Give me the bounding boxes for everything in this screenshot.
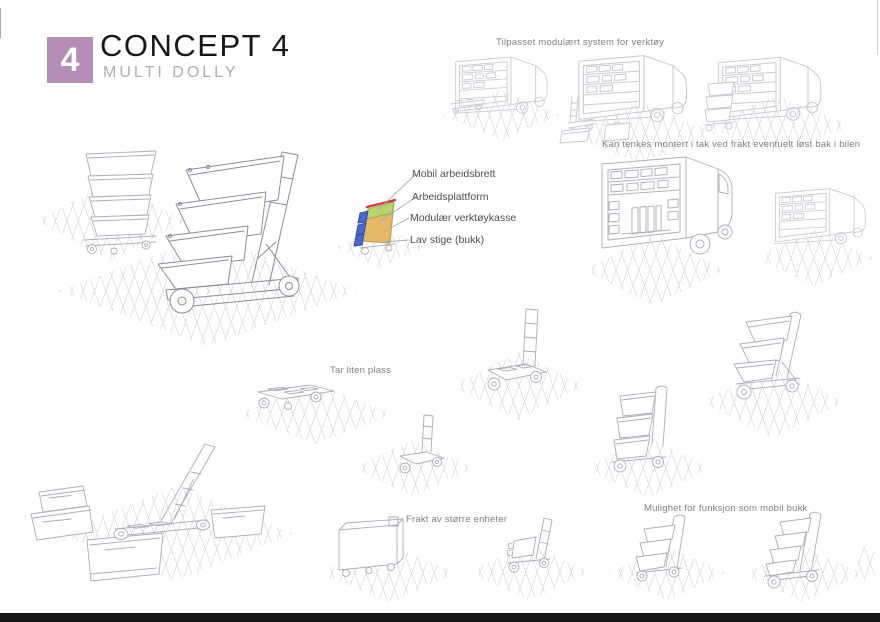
note-tool-system: Tilpasset modulært system for verktøy xyxy=(496,37,665,48)
sketch-main-dolly xyxy=(157,151,300,314)
sketch-large-box xyxy=(338,516,404,577)
note-mobile-bukk: Mulighet for funksjon som mobil bukk xyxy=(644,503,808,514)
sketch-step-dolly-b xyxy=(765,511,822,589)
sketch-upright-dolly-tall xyxy=(487,308,547,391)
note-large-units: Frakt av større enheter xyxy=(406,514,508,525)
sketch-van-large xyxy=(601,156,733,255)
sketch-bin-stack-dolly xyxy=(83,150,157,255)
sketch-upright-dolly-small xyxy=(399,414,445,474)
sketch-step-dolly-a xyxy=(635,514,686,582)
note-small-footprint: Tar liten plass xyxy=(330,365,392,376)
sketch-unloaded-dolly-scene xyxy=(30,443,266,582)
sketch-van-2-accessories xyxy=(559,96,631,144)
sketch-bin-dolly-mini xyxy=(703,81,735,132)
concept-number: 4 xyxy=(60,40,80,79)
sketch-vertical-bin-dolly xyxy=(611,385,668,473)
page-title: CONCEPT 4 xyxy=(100,28,291,63)
sketch-slanted-bin-dolly xyxy=(733,311,802,400)
right-page-edge xyxy=(877,0,878,55)
callout-arbeidsplattform: Arbeidsplattform xyxy=(412,191,489,203)
sketch-flat-dolly xyxy=(257,384,335,410)
sketch-van-small xyxy=(770,184,868,254)
grid-floor xyxy=(856,540,880,586)
page-subtitle: MULTI DOLLY xyxy=(103,64,239,81)
callout-leader-lines xyxy=(377,173,417,243)
note-ceiling-mount: Kan tenkes montert i tak ved frakt event… xyxy=(602,139,861,150)
footer-bar xyxy=(0,613,880,622)
concept-number-badge: 4 xyxy=(47,37,93,83)
sketch-flat-dolly-mini xyxy=(450,98,485,114)
sketch-colored-dolly xyxy=(353,198,397,255)
sketch-ladder-bin-dolly xyxy=(506,517,553,573)
callout-modulaer-verktoykasse: Modulær verktøykasse xyxy=(410,212,517,224)
left-page-edge xyxy=(0,8,1,38)
callout-mobil-arbeidsbrett: Mobil arbeidsbrett xyxy=(412,168,496,180)
callout-lav-stige-bukk: Lav stige (bukk) xyxy=(410,234,485,246)
